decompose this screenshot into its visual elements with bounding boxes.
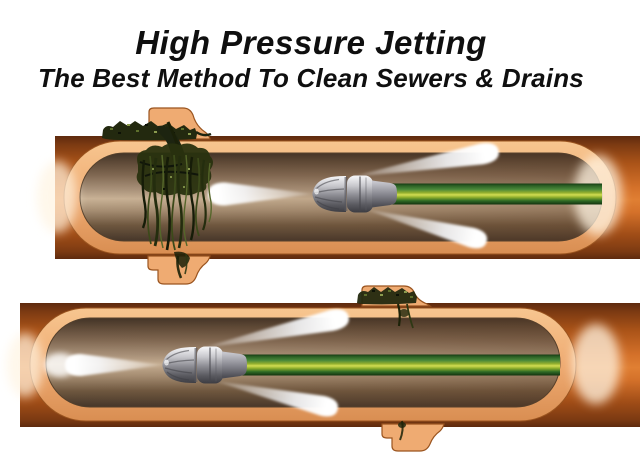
jetting-hose (242, 354, 560, 376)
page-title: High Pressure Jetting (135, 24, 487, 61)
pipe-end-glow (37, 161, 77, 233)
pipe-end-glow (7, 333, 43, 397)
tree-roots-blockage (102, 121, 213, 279)
root-strands (141, 154, 212, 251)
pipe-after-illustration (7, 285, 640, 452)
jetting-hose (392, 183, 602, 205)
water-jets (44, 306, 351, 420)
pipe-before-illustration (37, 107, 640, 285)
pipe-end-glow (572, 324, 620, 404)
pipe-joint-bell-bottom (381, 423, 445, 452)
page-subtitle: The Best Method To Clean Sewers & Drains (38, 63, 584, 93)
root-remnants (357, 287, 417, 441)
